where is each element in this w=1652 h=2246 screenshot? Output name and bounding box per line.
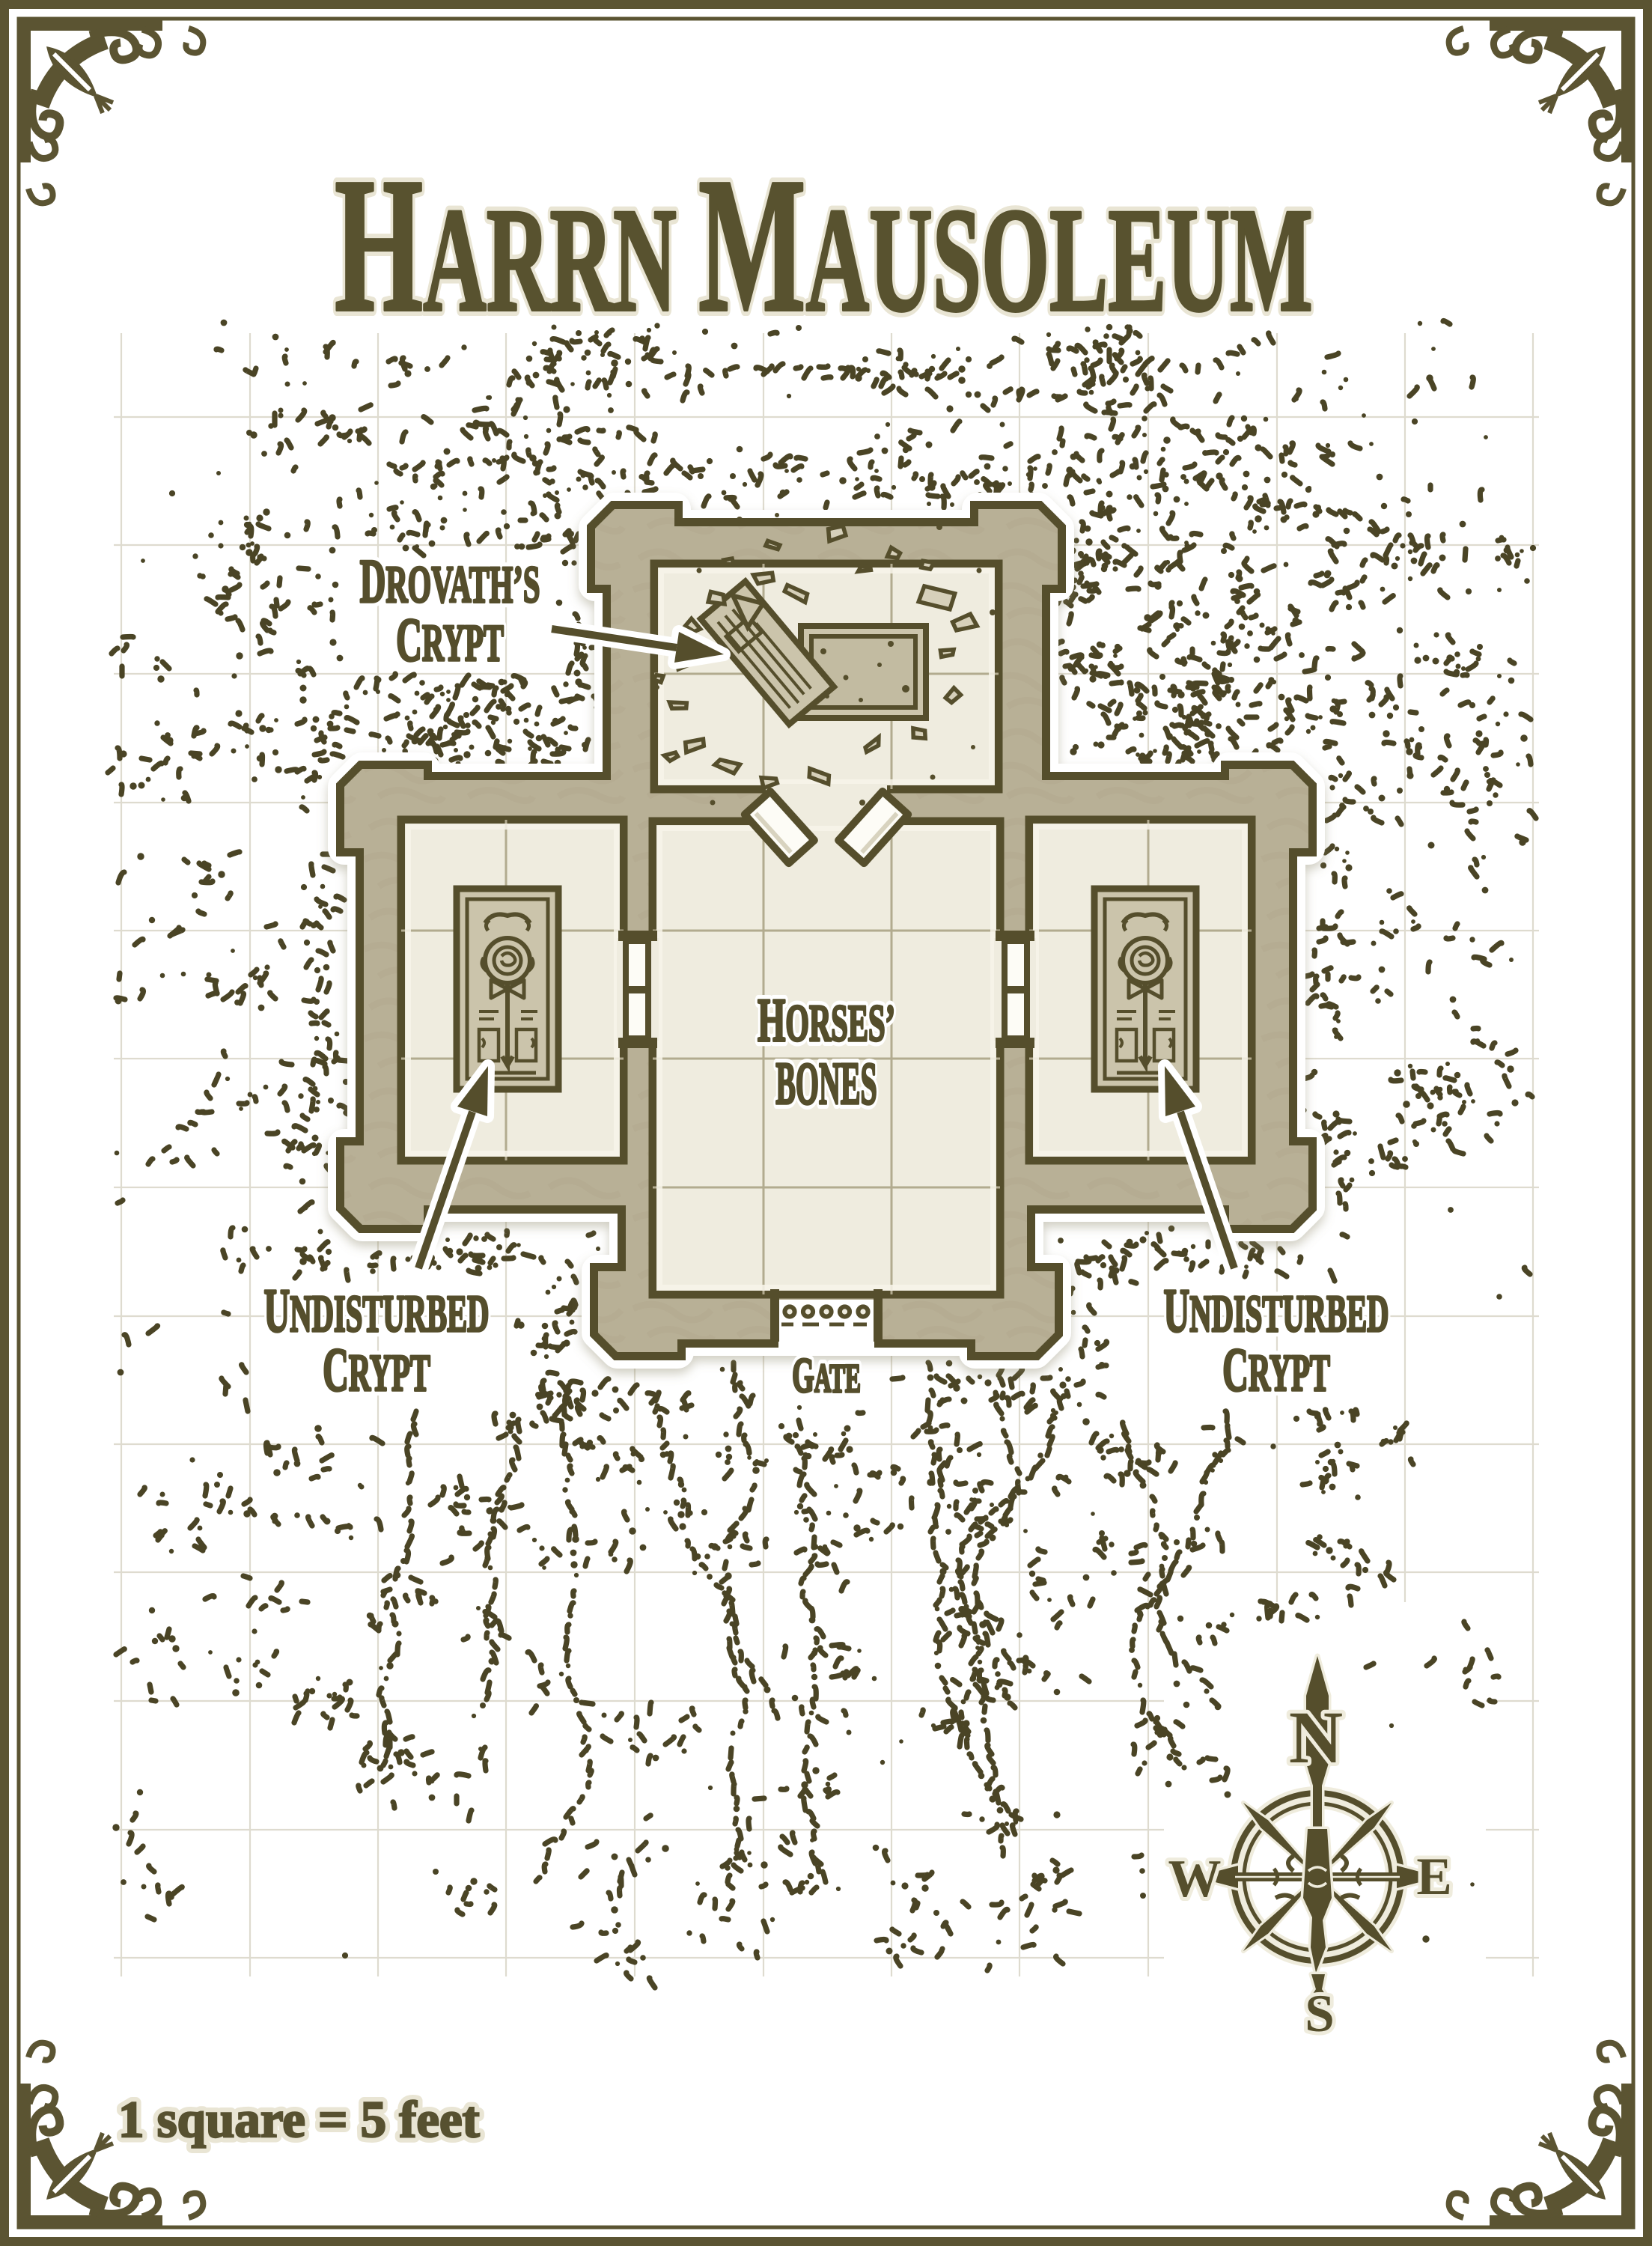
svg-text:DROVATH’S: DROVATH’S (360, 547, 540, 616)
svg-text:CRYPT: CRYPT (396, 606, 504, 675)
svg-text:HORSES’: HORSES’ (758, 986, 895, 1055)
svg-text:CRYPT: CRYPT (323, 1336, 430, 1404)
svg-text:CRYPT: CRYPT (1222, 1336, 1330, 1404)
svg-text:CRYPT: CRYPT (323, 1336, 430, 1404)
svg-text:CRYPT: CRYPT (396, 606, 504, 675)
svg-text:UNDISTURBED: UNDISTURBED (264, 1276, 490, 1345)
svg-text:UNDISTURBED: UNDISTURBED (264, 1276, 490, 1345)
svg-text:DROVATH’S: DROVATH’S (360, 547, 540, 616)
svg-text:1 square = 5 feet: 1 square = 5 feet (118, 2091, 480, 2148)
svg-text:W: W (1168, 1850, 1222, 1908)
svg-text:UNDISTURBED: UNDISTURBED (1164, 1276, 1389, 1345)
svg-text:BONES: BONES (775, 1050, 877, 1117)
svg-text:GATE: GATE (792, 1348, 861, 1402)
svg-text:HORSES’: HORSES’ (758, 986, 895, 1055)
svg-text:HARRN MAUSOLEUM: HARRN MAUSOLEUM (335, 138, 1313, 352)
svg-text:HARRN MAUSOLEUM: HARRN MAUSOLEUM (335, 138, 1313, 352)
svg-text:UNDISTURBED: UNDISTURBED (1164, 1276, 1389, 1345)
svg-text:N: N (1289, 1696, 1343, 1779)
svg-text:CRYPT: CRYPT (1222, 1336, 1330, 1404)
svg-text:E: E (1416, 1848, 1451, 1906)
svg-text:1 square = 5 feet: 1 square = 5 feet (118, 2091, 480, 2148)
svg-text:BONES: BONES (775, 1050, 877, 1117)
svg-text:GATE: GATE (792, 1348, 861, 1402)
svg-text:S: S (1305, 1985, 1335, 2043)
